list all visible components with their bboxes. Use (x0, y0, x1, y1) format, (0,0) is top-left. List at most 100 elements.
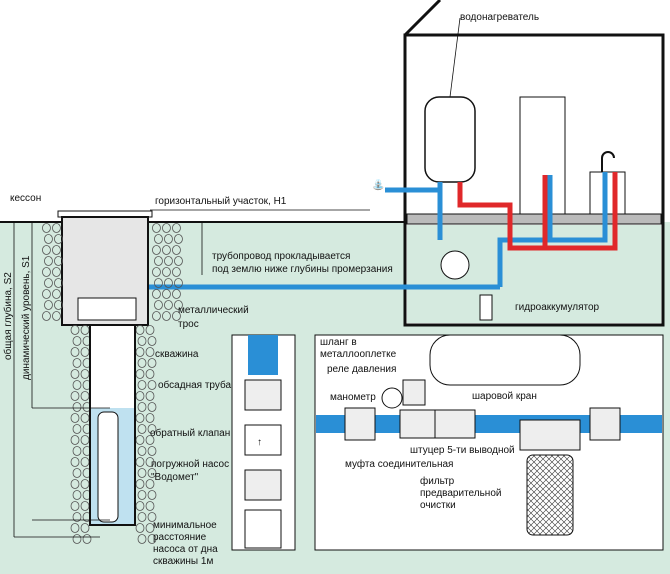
gravel-stone (72, 424, 82, 434)
well (89, 324, 136, 526)
gravel-stone (162, 311, 171, 321)
gravel-stone (137, 534, 147, 544)
gravel-stone (147, 490, 157, 500)
manometer-gauge (381, 387, 403, 409)
gravel-stone (70, 325, 80, 335)
gravel-stone (42, 311, 51, 321)
gravel-stone (44, 278, 53, 288)
gravel-stone (137, 380, 147, 390)
gravel-stone (147, 336, 157, 346)
gravel-stone (70, 413, 80, 423)
label-manometer: манометр (330, 392, 376, 403)
gravel-stone (145, 435, 155, 445)
gravel-stone (137, 358, 147, 368)
gravel-stone (162, 267, 171, 277)
gravel-stone (52, 267, 61, 277)
gravel-stone (44, 234, 53, 244)
gravel-stone (72, 446, 82, 456)
gravel-stone (152, 245, 161, 255)
gravel-stone (172, 311, 181, 321)
gravel-stone (70, 347, 80, 357)
gravel-stone (174, 234, 183, 244)
gravel-stone (137, 424, 147, 434)
gravel-stone (172, 289, 181, 299)
label-accumulator: гидроаккумулятор (515, 302, 600, 313)
flow-arrow-icon: ↑ (257, 437, 262, 448)
gravel-stone (52, 289, 61, 299)
faucet (601, 151, 615, 172)
label-pressure-switch: реле давления (327, 364, 396, 375)
label-dynamic-level: динамический уровень, S1 (21, 255, 32, 380)
gravel-stone (145, 369, 155, 379)
label-fitting: штуцер 5-ти выводной (410, 445, 515, 456)
connection-inset (314, 334, 664, 551)
label-total-depth: общая глубина, S2 (2, 272, 14, 360)
filter-mesh (526, 454, 574, 536)
gravel-stone (154, 234, 163, 244)
gravel-stone (54, 234, 63, 244)
gravel-stone (172, 223, 181, 233)
gravel-stone (70, 391, 80, 401)
gravel-stone (80, 523, 90, 533)
label-well: скважина (155, 349, 199, 360)
gravel-stone (145, 523, 155, 533)
dimension-lines (13, 209, 370, 538)
gravel-stone (44, 300, 53, 310)
label-hose-2: металлооплетке (320, 349, 397, 360)
gravel-stone (72, 380, 82, 390)
label-filter-2: предварительной (420, 488, 501, 499)
gravel-stone (145, 501, 155, 511)
gravel-stone (52, 245, 61, 255)
water-heater (424, 17, 476, 183)
gravel-stone (137, 512, 147, 522)
gravel-stone (135, 523, 145, 533)
gravel-stone (42, 267, 51, 277)
gravel-stone (147, 424, 157, 434)
gravel-stone (147, 512, 157, 522)
gravel-stone (174, 256, 183, 266)
gravel-stone (70, 523, 80, 533)
gravel-stone (164, 300, 173, 310)
gravel-stone (52, 223, 61, 233)
gravel-stone (145, 479, 155, 489)
gravel-stone (70, 435, 80, 445)
gravel-stone (72, 490, 82, 500)
gravel-stone (147, 468, 157, 478)
label-filter-1: фильтр (420, 475, 455, 487)
filter-small (479, 294, 493, 321)
gravel-stone (44, 256, 53, 266)
gravel-stone (152, 267, 161, 277)
gravel-stone (162, 223, 171, 233)
label-pump-1: погружной насос (151, 459, 229, 470)
gravel-stone (162, 245, 171, 255)
label-ball-valve: шаровой кран (472, 391, 537, 402)
gravel-stone (70, 501, 80, 511)
gravel-stone (137, 402, 147, 412)
gravel-stone (70, 479, 80, 489)
gravel-stone (42, 245, 51, 255)
label-min-dist-4: скважины 1м (153, 556, 213, 567)
gravel-stone (72, 534, 82, 544)
gravel-stone (54, 278, 63, 288)
gravel-stone (72, 512, 82, 522)
gravel-stone (70, 457, 80, 467)
gravel-stone (72, 336, 82, 346)
label-casing: обсадная труба (158, 379, 231, 391)
gravel-stone (54, 300, 63, 310)
gravel-stone (145, 347, 155, 357)
label-check-valve: обратный клапан (150, 427, 230, 439)
label-water-heater: водонагреватель (460, 12, 539, 23)
gravel-stone (145, 391, 155, 401)
label-cable-2: трос (178, 319, 199, 330)
hot-pipes (457, 172, 618, 251)
floor-slab (406, 213, 662, 225)
gravel-stone (172, 245, 181, 255)
gravel-stone (147, 446, 157, 456)
gravel-stone (152, 223, 161, 233)
label-min-dist-1: минимальное (153, 520, 217, 531)
label-horizontal-section: горизонтальный участок, H1 (155, 196, 287, 207)
accumulator-tank (440, 250, 470, 280)
gravel-stone (82, 534, 92, 544)
gravel-stone (164, 278, 173, 288)
